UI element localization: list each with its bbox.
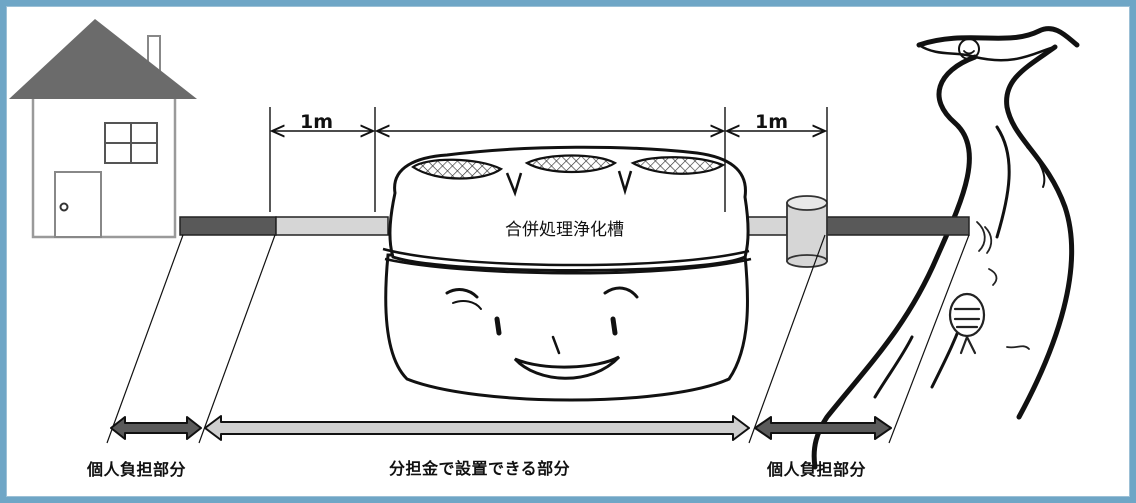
diagram-frame: 1m 1m 合併処理浄化槽 個人負担部分 分担金で設置できる部分 個人負担部分 xyxy=(6,6,1130,497)
projection-lines xyxy=(106,234,970,444)
door-knob xyxy=(59,202,69,212)
subsidized-arrow xyxy=(204,415,750,441)
river xyxy=(811,26,1080,470)
cost-label-private-right: 個人負担部分 xyxy=(767,460,867,479)
dim-label-right: 1m xyxy=(755,111,789,133)
dim-label-left: 1m xyxy=(300,111,334,133)
private-arrow-right xyxy=(754,416,892,440)
tank-label: 合併処理浄化槽 xyxy=(505,220,624,240)
septic-tank xyxy=(382,145,752,402)
inspection-manhole xyxy=(786,195,828,268)
private-arrow-left xyxy=(110,416,202,440)
house-roof xyxy=(9,19,197,99)
pipe-private-left xyxy=(179,216,277,236)
house xyxy=(9,19,197,239)
septic-tank-diagram xyxy=(9,19,1080,470)
cost-label-private-left: 個人負担部分 xyxy=(87,460,187,479)
fish-illustration xyxy=(948,221,1030,355)
pipe-subsidized-inlet xyxy=(275,216,389,236)
house-door xyxy=(54,171,102,238)
pipe-line xyxy=(179,216,970,236)
dimension-lines xyxy=(269,107,828,212)
pipe-private-right xyxy=(826,216,970,236)
tank-face xyxy=(445,286,639,380)
house-window xyxy=(104,122,158,164)
cost-label-subsidized: 分担金で設置できる部分 xyxy=(389,459,571,478)
cost-arrows xyxy=(110,415,892,441)
